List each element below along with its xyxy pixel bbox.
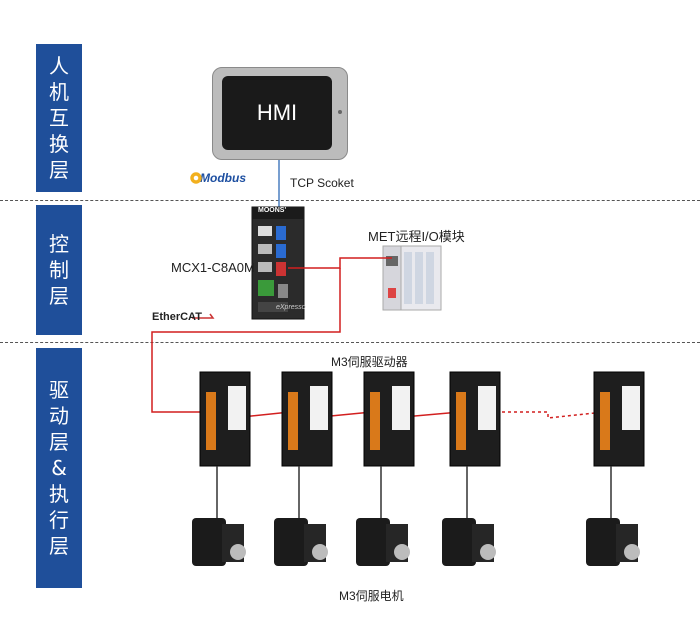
modbus-label: Modbus: [200, 171, 246, 185]
ethercat-label: EtherCAT: [152, 311, 202, 323]
servo-motor-4: [442, 518, 496, 566]
layer-label-hmi: 人机互换层: [49, 54, 69, 182]
io-link: [288, 257, 392, 269]
servo-drive-5: [593, 371, 645, 467]
tcp-label: TCP Scoket: [290, 176, 354, 190]
drives-label: M3伺服驱动器: [331, 355, 408, 369]
servo-motor-1: [192, 518, 246, 566]
servo-drive-4: [449, 371, 501, 467]
hmi-screen: HMI: [222, 76, 332, 150]
servo-drive-2: [281, 371, 333, 467]
hmi-device: HMI: [212, 67, 348, 160]
layer-band-drive: 驱动层&执行层: [36, 348, 82, 588]
modbus-logo: Modbus: [200, 171, 246, 185]
hmi-button: [338, 110, 342, 114]
layer-band-control: 控制层: [36, 205, 82, 335]
controller-brand: MOONS': [258, 207, 287, 214]
controller-model-plate: eXpresso: [276, 304, 306, 311]
io-module-device: [382, 245, 442, 311]
servo-motor-5: [586, 518, 640, 566]
gear-icon: [190, 172, 202, 184]
servo-drive-3: [363, 371, 415, 467]
drive-link-4: [466, 411, 605, 419]
hmi-label: HMI: [256, 100, 298, 125]
servo-motor-3: [356, 518, 410, 566]
servo-motor-2: [274, 518, 328, 566]
divider-bottom: [0, 342, 700, 343]
ethercat-arrow: [192, 313, 215, 319]
ethercat-link: [151, 268, 341, 413]
controller-device: [251, 206, 305, 320]
layer-label-control: 控制层: [49, 232, 69, 308]
layer-label-drive: 驱动层&执行层: [49, 378, 69, 558]
motors-label: M3伺服电机: [339, 589, 404, 603]
divider-top: [0, 200, 700, 201]
controller-label: MCX1-C8A0M: [171, 260, 255, 275]
io-module-label: MET远程I/O模块: [368, 229, 465, 244]
layer-band-hmi: 人机互换层: [36, 44, 82, 192]
servo-drive-1: [199, 371, 251, 467]
